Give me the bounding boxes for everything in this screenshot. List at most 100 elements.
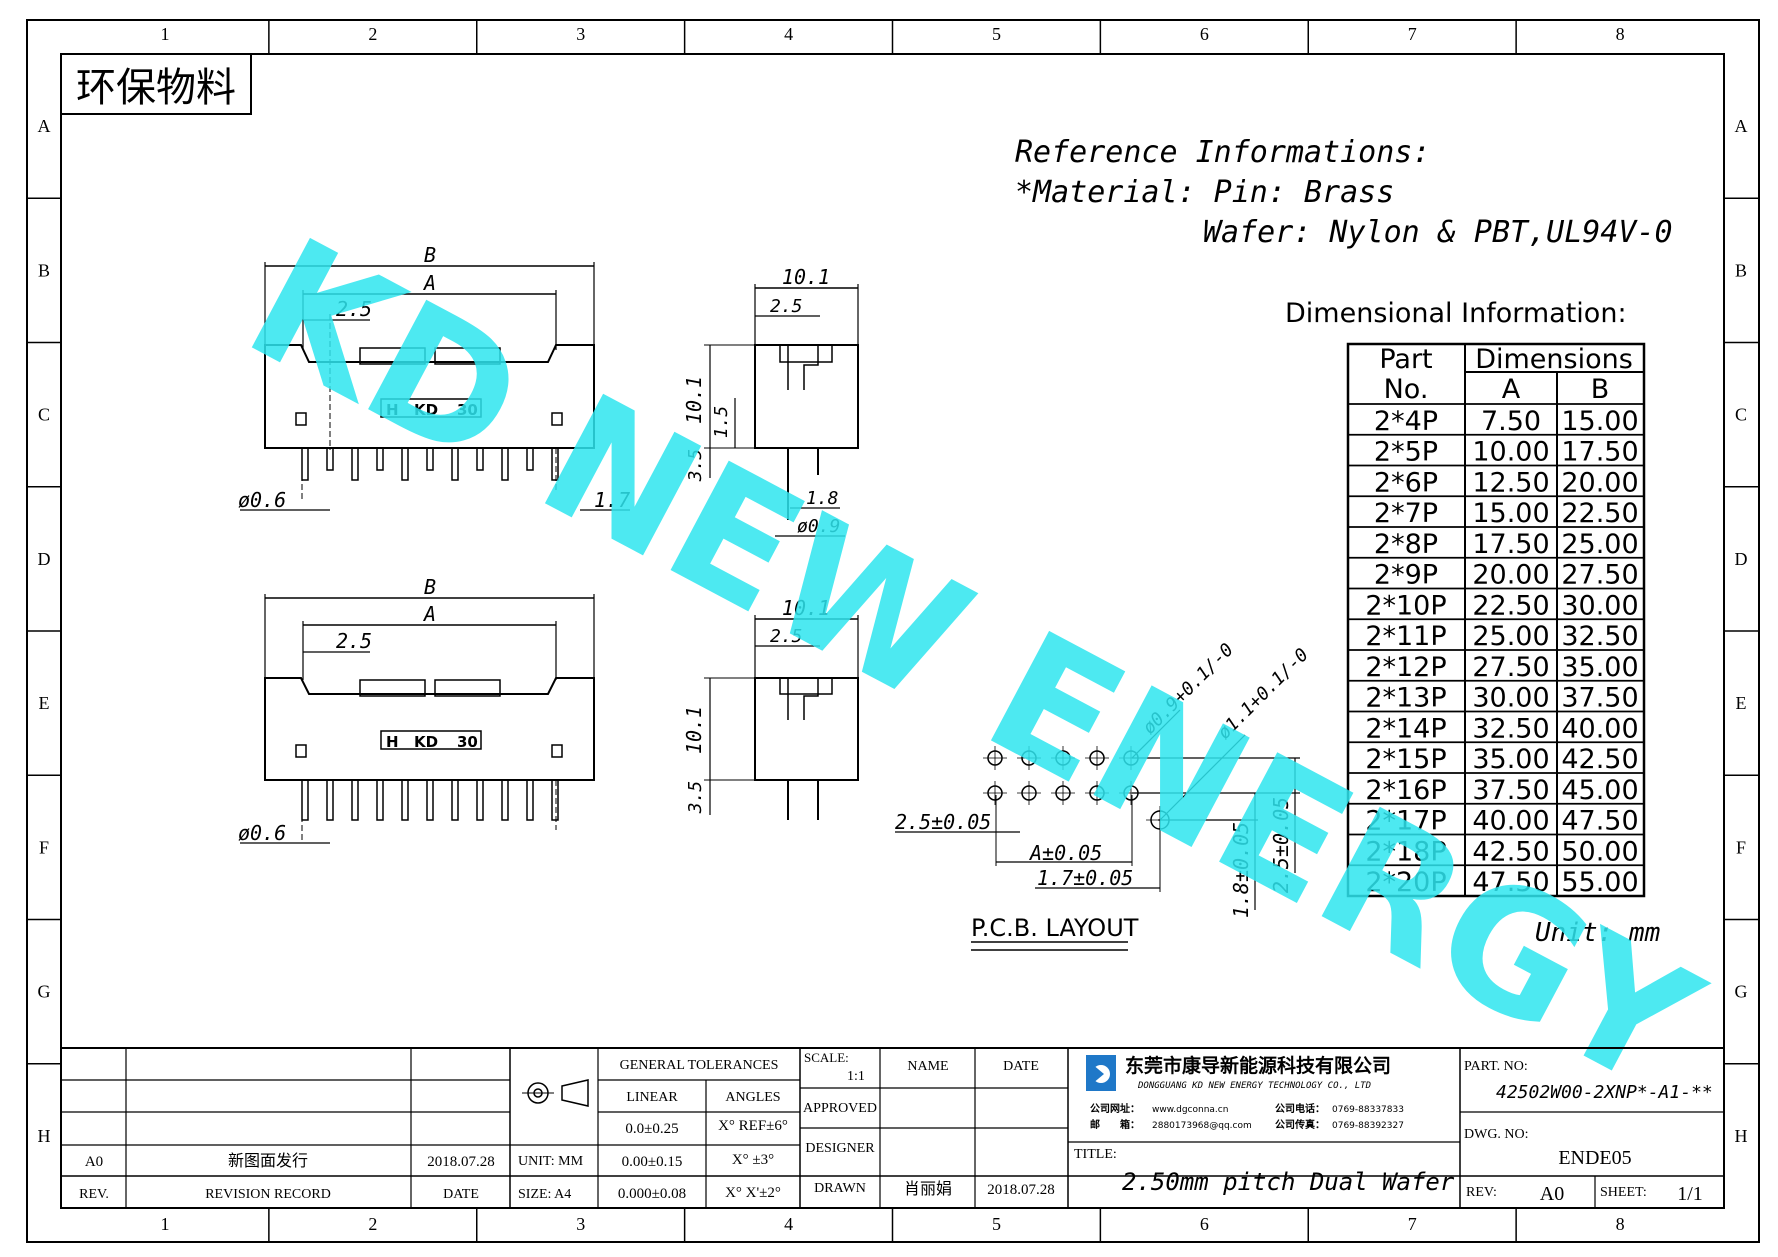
zone-col-top-4: 4 <box>784 24 793 44</box>
table-cell-a: 22.50 <box>1472 590 1549 621</box>
tb-partno-label: PART. NO: <box>1464 1059 1528 1074</box>
pin <box>301 447 309 481</box>
zone-row-left-A: A <box>38 116 51 136</box>
zone-row-left-C: C <box>38 405 50 425</box>
tb-rev-label: REV: <box>1466 1185 1497 1200</box>
table-cell-b: 37.50 <box>1561 683 1638 714</box>
table-cell-part: 2*9P <box>1374 560 1438 591</box>
table-cell-part: 2*8P <box>1374 529 1438 560</box>
pcb-a-label: A±0.05 <box>1028 841 1102 865</box>
table-cell-part: 2*15P <box>1365 744 1446 775</box>
tb-rev-header: REV. <box>79 1187 109 1202</box>
tb-dwg: ENDE05 <box>1558 1147 1631 1169</box>
zone-row-right-C: C <box>1735 405 1747 425</box>
tb-rev: A0 <box>1540 1183 1564 1205</box>
side-09-label: ø0.9 <box>797 516 840 537</box>
pin <box>301 779 309 821</box>
zone-row-left-D: D <box>38 549 51 569</box>
pin <box>551 779 559 821</box>
table-header-no: No. <box>1384 374 1429 405</box>
table-cell-part: 2*17P <box>1365 806 1446 837</box>
pin <box>401 447 409 481</box>
zone-col-bottom-5: 5 <box>992 1214 1001 1234</box>
company-name-cn: 东莞市康导新能源科技有限公司 <box>1125 1054 1391 1077</box>
dim-b-label-2: B <box>424 575 436 599</box>
table-cell-a: 27.50 <box>1472 652 1549 683</box>
tb-title-label: TITLE: <box>1074 1147 1117 1162</box>
pcb-17-label: 1.7±0.05 <box>1037 866 1133 890</box>
table-cell-a: 17.50 <box>1472 529 1549 560</box>
pin <box>376 779 384 821</box>
pin <box>426 447 434 471</box>
table-cell-part: 2*12P <box>1365 652 1446 683</box>
tb-partno: 42502W00-2XNP*-A1-** <box>1496 1082 1713 1103</box>
dim-a-label: A <box>422 271 436 295</box>
zone-row-right-D: D <box>1735 549 1748 569</box>
pin <box>401 779 409 821</box>
side-height-label: 10.1 <box>682 376 706 424</box>
table-cell-part: 2*11P <box>1365 621 1446 652</box>
marking-kd-2: KD <box>414 733 438 751</box>
pcb-v25-label: 2.5±0.05 <box>1269 797 1293 893</box>
tb-date-header: DATE <box>443 1187 479 1202</box>
table-cell-b: 30.00 <box>1561 590 1638 621</box>
zone-row-right-G: G <box>1735 982 1748 1002</box>
marking-30-2: 30 <box>457 733 478 751</box>
marking-30: 30 <box>457 401 478 419</box>
zone-col-top-1: 1 <box>160 24 169 44</box>
table-cell-a: 15.00 <box>1472 498 1549 529</box>
zone-col-bottom-1: 1 <box>160 1214 169 1234</box>
side-mid-label: 1.5 <box>711 406 732 439</box>
zone-col-bottom-3: 3 <box>576 1214 585 1234</box>
front-view-top: B A 2.5 H KD 30 ø0.6 1.7 <box>238 243 630 512</box>
zone-row-left-F: F <box>39 837 49 857</box>
tb-rec-header: REVISION RECORD <box>205 1187 331 1202</box>
side-pitch-label: 2.5 <box>770 296 803 317</box>
side-pitch-label-2: 2.5 <box>770 626 803 647</box>
table-cell-part: 2*7P <box>1374 498 1438 529</box>
table-cell-part: 2*14P <box>1365 713 1446 744</box>
company-fax-label: 公司传真： <box>1275 1118 1325 1131</box>
front-view-bottom: B A 2.5 H KD 30 ø0.6 <box>238 575 595 845</box>
dim-b-label: B <box>424 243 436 267</box>
tb-designer: DESIGNER <box>805 1141 875 1156</box>
pin <box>351 447 359 481</box>
tb-scale: SCALE: <box>804 1050 849 1065</box>
table-header-b: B <box>1591 374 1610 405</box>
table-cell-a: 35.00 <box>1472 744 1549 775</box>
marking-kd: KD <box>414 401 438 419</box>
pin <box>476 779 484 821</box>
zone-col-top-8: 8 <box>1616 24 1625 44</box>
pin-diameter-label-2: ø0.6 <box>238 821 286 845</box>
title-block: GENERAL TOLERANCES LINEAR ANGLES 0.0±0.2… <box>60 1047 1725 1209</box>
tb-drawn-date: 2018.07.28 <box>987 1182 1055 1198</box>
tb-sheet: 1/1 <box>1677 1183 1703 1205</box>
company-logo <box>1086 1055 1116 1091</box>
tb-ang1: X° REF±6° <box>718 1118 788 1134</box>
eco-label-box <box>60 53 252 115</box>
table-cell-a: 47.50 <box>1472 867 1549 898</box>
pin <box>326 447 334 471</box>
pin <box>351 779 359 821</box>
zone-col-bottom-4: 4 <box>784 1214 793 1234</box>
company-mail-label: 邮 箱： <box>1090 1118 1140 1131</box>
tb-drawn: DRAWN <box>814 1181 866 1196</box>
side-view-top: 10.1 2.5 10.1 1.5 3.5 1.8 ø0.9 <box>682 265 859 537</box>
pin <box>451 779 459 821</box>
table-cell-part: 2*4P <box>1374 406 1438 437</box>
zone-col-top-5: 5 <box>992 24 1001 44</box>
company-name-en: DONGGUANG KD NEW ENERGY TECHNOLOGY CO., … <box>1137 1081 1371 1091</box>
company-fax: 0769-88392327 <box>1332 1121 1404 1131</box>
zone-row-left-H: H <box>38 1126 51 1146</box>
reference-title: Reference Informations: <box>1015 135 1430 170</box>
tb-sheet-label: SHEET: <box>1600 1185 1647 1200</box>
tb-size: SIZE: A4 <box>518 1187 571 1202</box>
tb-dwg-label: DWG. NO: <box>1464 1127 1529 1142</box>
tb-gen-tol: GENERAL TOLERANCES <box>620 1058 779 1073</box>
zone-col-bottom-2: 2 <box>368 1214 377 1234</box>
offset-label: 1.7 <box>594 488 630 512</box>
table-cell-part: 2*16P <box>1365 775 1446 806</box>
zone-col-bottom-8: 8 <box>1616 1214 1625 1234</box>
tb-date: DATE <box>1003 1059 1039 1074</box>
